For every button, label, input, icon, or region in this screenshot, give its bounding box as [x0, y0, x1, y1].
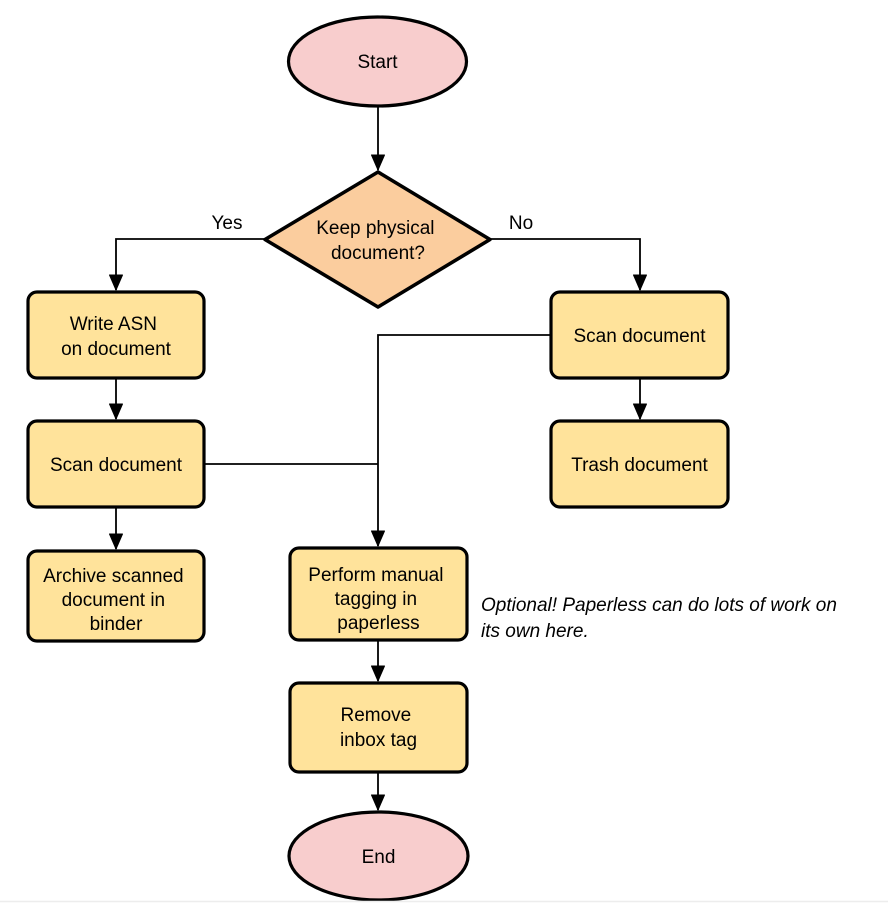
optional-note: Optional! Paperless can do lots of work … [481, 595, 842, 642]
scan-left-box [26, 419, 206, 509]
tagging-label: Perform manual tagging in paperless [308, 565, 448, 634]
edge-label-no: No [509, 213, 533, 234]
end-ellipse [287, 810, 470, 902]
write-asn-label: Write ASN on document [61, 314, 172, 360]
node-start: Start [286, 15, 469, 108]
tagging-box [288, 546, 469, 642]
edge-label-yes: Yes [212, 213, 243, 234]
trash-box [549, 419, 730, 509]
trash-label: Trash document [571, 455, 708, 476]
end-label: End [362, 847, 396, 868]
remove-inbox-box [288, 681, 469, 774]
node-trash: Trash document [549, 419, 730, 509]
decision-diamond [263, 170, 492, 309]
remove-inbox-label: Remove inbox tag [340, 705, 417, 751]
scan-right-label: Scan document [573, 326, 706, 347]
decision-label: Keep physical document? [316, 218, 440, 264]
scan-right-box [549, 290, 730, 380]
node-scan-right: Scan document [549, 290, 730, 380]
node-write-asn: Write ASN on document [26, 290, 206, 380]
node-end: End [287, 810, 470, 902]
edge-scanright-to-tagging [371, 334, 551, 547]
node-remove-inbox: Remove inbox tag [288, 681, 469, 774]
scan-left-label: Scan document [50, 455, 183, 476]
node-archive: Archive scanned document in binder [26, 549, 206, 643]
write-asn-box [26, 290, 206, 380]
archive-label: Archive scanned document in binder [43, 566, 189, 635]
start-label: Start [357, 52, 398, 73]
node-scan-left: Scan document [26, 419, 206, 509]
node-decision: Keep physical document? [263, 170, 492, 309]
node-tagging: Perform manual tagging in paperless [288, 546, 469, 642]
edge-decision-no [490, 238, 647, 291]
edge-decision-yes [109, 238, 265, 291]
start-ellipse [286, 15, 469, 108]
archive-box [26, 549, 206, 643]
